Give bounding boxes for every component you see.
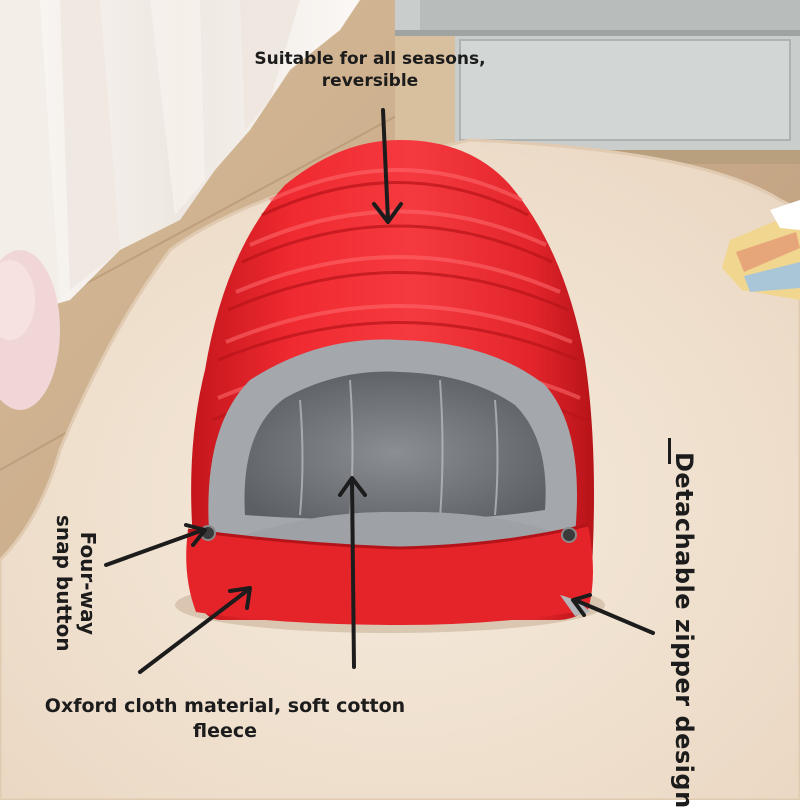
pink-toy (0, 250, 60, 410)
label-all-seasons-line1: Suitable for all seasons, (254, 49, 486, 69)
picture-book (722, 200, 800, 300)
snap-button-right (561, 527, 577, 543)
arrow-cloth (138, 586, 252, 674)
label-all-seasons-line2: reversible (321, 71, 419, 92)
flap-seam (187, 523, 589, 550)
zipper-label-bar (668, 438, 671, 464)
arrow-center (338, 476, 367, 669)
label-material: Oxford cloth material, soft cotton fleec… (44, 695, 406, 742)
arrow-zipper (571, 593, 655, 635)
label-snap-button: Four-way snap button (52, 515, 100, 652)
fleece-interior (244, 371, 546, 520)
pet-bed (186, 140, 594, 625)
label-all-seasons: Suitable for all seasons, reversible (240, 48, 500, 92)
curtain (0, 0, 360, 320)
label-snap-line1: Four-way (76, 531, 100, 635)
annotation-arrows (104, 108, 655, 674)
label-snap-line2: snap button (52, 515, 76, 652)
arrow-snap (104, 523, 207, 567)
label-zipper: Detachable zipper design (670, 452, 698, 809)
front-flap (186, 525, 593, 625)
arrow-top (372, 108, 403, 224)
